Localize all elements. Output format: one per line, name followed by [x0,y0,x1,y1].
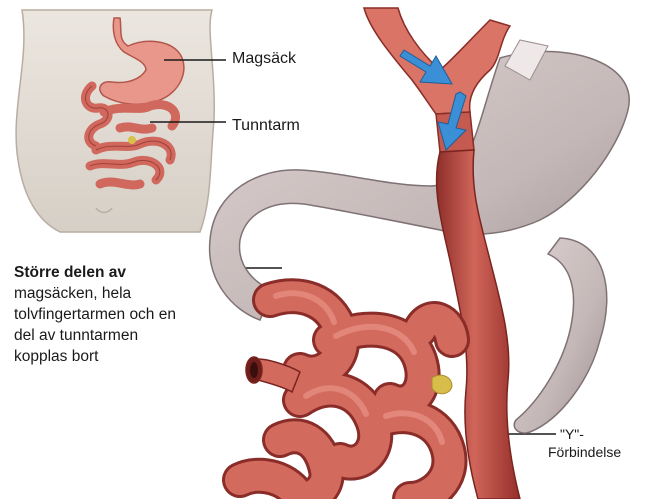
torso-inset [16,10,214,232]
label-tunntarm: Tunntarm [232,117,300,135]
caption-line: magsäcken, hela [14,283,244,304]
label-y-junction-bottom: Förbindelse [548,444,621,460]
label-magsack: Magsäck [232,50,296,68]
bypassed-duodenum-loop [514,238,607,433]
caption-bypassed-portion: Större delen av magsäcken, hela tolvfing… [14,262,244,367]
mesenteric-fat [432,375,452,394]
caption-line: kopplas bort [14,346,244,367]
small-intestine-mass [240,293,452,499]
caption-line: tolvfingertarmen och en [14,304,244,325]
caption-line: del av tunntarmen [14,325,244,346]
caption-heading: Större delen av [14,262,244,283]
label-y-junction-top: "Y"- [560,426,584,442]
inset-fat-spot [128,136,136,144]
torso-outline [16,10,214,232]
